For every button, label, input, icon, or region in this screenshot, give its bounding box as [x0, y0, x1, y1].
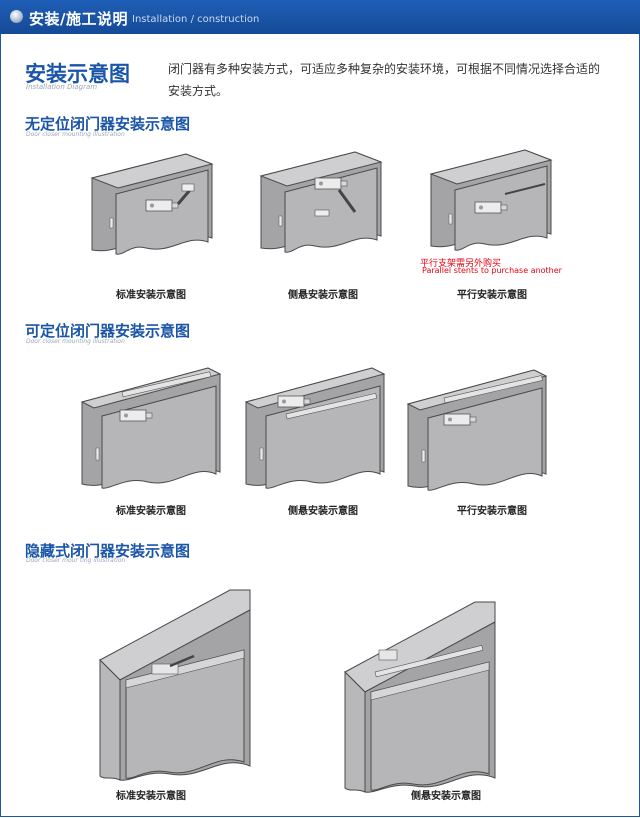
caption-side: 侧悬安装示意图 [288, 290, 358, 301]
section-subtitle: Door closer mounting illustration [26, 131, 125, 138]
illustration-standard [81, 367, 221, 489]
caption-side: 侧悬安装示意图 [411, 791, 481, 802]
section-title: 无定位闭门器安装示意图 [25, 115, 191, 133]
illustration-parallel [430, 149, 552, 251]
section-title: 隐藏式闭门器安装示意图 [25, 542, 191, 560]
parallel-note-cn: 平行支架需另外购买 [420, 259, 502, 269]
section-subtitle: Door closer mounting illustration [26, 338, 125, 345]
caption-standard: 标准安装示意图 [116, 506, 186, 517]
intro-text: 闭门器有多种安装方式，可适应多种复杂的安装环境，可根据不同情况选择合适的安装方式… [168, 62, 601, 98]
illustration-concealed-side [344, 601, 496, 793]
section-title: 可定位闭门器安装示意图 [25, 322, 191, 340]
parallel-note-en: Parallel stents to purchase another [422, 266, 562, 275]
section-subtitle: Door closer mour ting illustration [26, 557, 126, 564]
caption-parallel: 平行安装示意图 [457, 506, 527, 517]
illustration-standard [91, 153, 213, 255]
header-title: 安装/施工说明 [29, 10, 128, 28]
illustration-side [245, 367, 385, 489]
caption-standard: 标准安装示意图 [116, 290, 186, 301]
header-subtitle: Installation / construction [132, 14, 260, 25]
caption-standard: 标准安装示意图 [116, 791, 186, 802]
bullet-icon [10, 10, 23, 23]
illustration-side [260, 151, 382, 253]
caption-parallel: 平行安装示意图 [457, 290, 527, 301]
diagram-subtitle: Installation Diagram [26, 83, 98, 91]
caption-side: 侧悬安装示意图 [288, 506, 358, 517]
illustration-parallel [407, 369, 547, 491]
diagram-title: 安装示意图 [25, 62, 130, 86]
illustration-concealed-standard [99, 589, 251, 781]
section-header: 安装/施工说明 Installation / construction [0, 0, 640, 34]
